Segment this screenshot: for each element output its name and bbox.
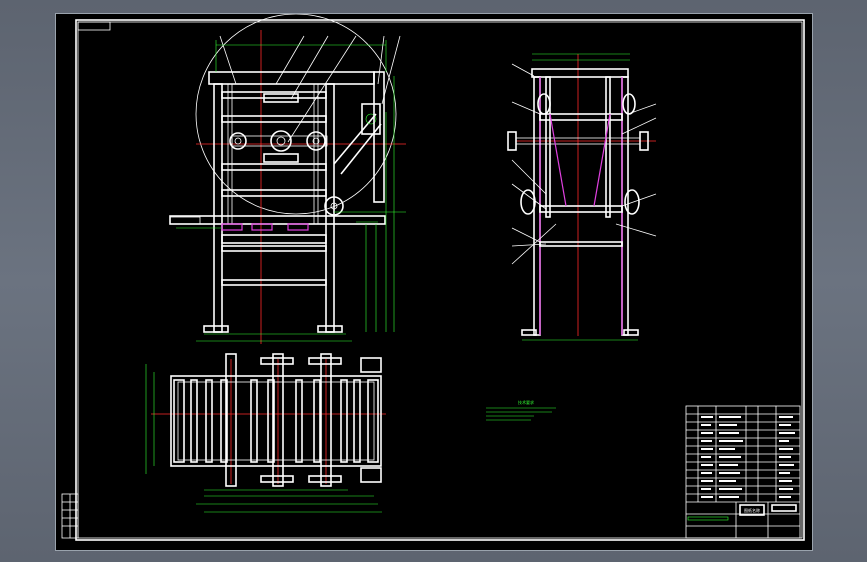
side-base-cross xyxy=(539,241,623,247)
top-frame-inner xyxy=(177,381,375,461)
lower-tray xyxy=(221,234,327,244)
top-dimensions xyxy=(145,364,382,513)
parts-list-entries xyxy=(701,416,795,498)
top-slats xyxy=(190,379,361,463)
table-rail-mid xyxy=(251,223,273,231)
signature-row xyxy=(687,516,729,521)
side-bracket xyxy=(373,71,385,203)
motor-mount-bolt xyxy=(365,113,377,125)
lower-pivot-hub xyxy=(330,202,338,210)
tech-notes-title: 技术要求 xyxy=(518,399,534,405)
right-pulley-hub xyxy=(312,137,320,145)
left-pulley-hub xyxy=(234,137,242,145)
title-block-frame xyxy=(685,405,801,539)
table-handle xyxy=(169,216,201,225)
side-bearing-right xyxy=(622,93,636,115)
right-pulley xyxy=(306,131,326,151)
center-pulley xyxy=(270,130,292,152)
side-lower-cross xyxy=(539,205,623,213)
side-inner-left xyxy=(545,76,551,218)
side-foot-left xyxy=(521,329,537,336)
top-frame-outline xyxy=(170,375,382,467)
left-column xyxy=(213,83,223,333)
wheel-outline xyxy=(195,14,397,215)
drawing-name: 图纸名称 xyxy=(744,507,760,513)
top-end-rail-left xyxy=(173,379,185,463)
table-rail-right xyxy=(287,223,309,231)
side-bearing-left xyxy=(537,93,551,115)
revision-strip xyxy=(61,493,79,539)
tech-notes: 技术要求 xyxy=(486,399,556,421)
side-handwheel-right xyxy=(639,131,649,151)
company-box xyxy=(771,504,797,512)
cross-member-1 xyxy=(221,91,327,99)
cross-member-3 xyxy=(221,163,327,171)
cad-drawing: 技术要求 xyxy=(61,14,805,541)
drawing-sheet: 技术要求 xyxy=(55,13,813,551)
side-dimensions xyxy=(522,53,638,341)
cross-member-4 xyxy=(221,189,327,197)
side-view xyxy=(507,53,657,341)
motor-mount xyxy=(361,103,381,135)
top-end-rail-right xyxy=(367,379,379,463)
top-posts xyxy=(225,353,332,487)
side-wheel-right xyxy=(624,189,640,215)
cross-member-5 xyxy=(221,245,327,252)
center-pulley-hub xyxy=(276,136,286,146)
top-handwheels xyxy=(260,357,342,483)
slot-plate-top xyxy=(263,93,299,103)
front-view xyxy=(169,14,406,344)
side-top-beam xyxy=(531,68,629,78)
inner-right-post xyxy=(313,83,319,225)
work-table xyxy=(169,215,386,225)
cross-member-6 xyxy=(221,279,327,286)
front-dimensions xyxy=(176,40,406,342)
side-leaders xyxy=(511,63,657,265)
side-brace-left xyxy=(549,113,567,207)
lower-pivot-wheel xyxy=(324,196,344,216)
parts-list-rows xyxy=(686,406,800,503)
part-leaders xyxy=(219,35,401,143)
side-upper-cross xyxy=(539,113,623,121)
side-foot-right xyxy=(623,329,639,336)
inner-left-post xyxy=(227,83,233,225)
top-view xyxy=(145,353,386,513)
top-motor-box-bottom xyxy=(360,467,382,483)
slot-plate-bottom xyxy=(263,153,299,163)
diagonal-brace xyxy=(333,113,377,165)
top-motor-box xyxy=(360,357,382,373)
drive-shaft xyxy=(231,135,328,147)
left-foot xyxy=(203,325,229,333)
side-inner-right xyxy=(605,76,611,218)
cross-member-2 xyxy=(221,115,327,123)
title-block: 图纸名称 xyxy=(685,405,801,539)
drawing-number-box xyxy=(77,21,111,31)
drawing-frame xyxy=(75,19,805,541)
drawing-inner-frame xyxy=(77,21,803,539)
drawing-name-box xyxy=(739,504,765,516)
table-rail-left xyxy=(221,223,243,231)
left-pulley xyxy=(229,132,247,150)
side-handwheel-left xyxy=(507,131,517,151)
side-wheel-left xyxy=(520,189,536,215)
side-brace-right xyxy=(593,113,611,207)
right-foot xyxy=(317,325,343,333)
